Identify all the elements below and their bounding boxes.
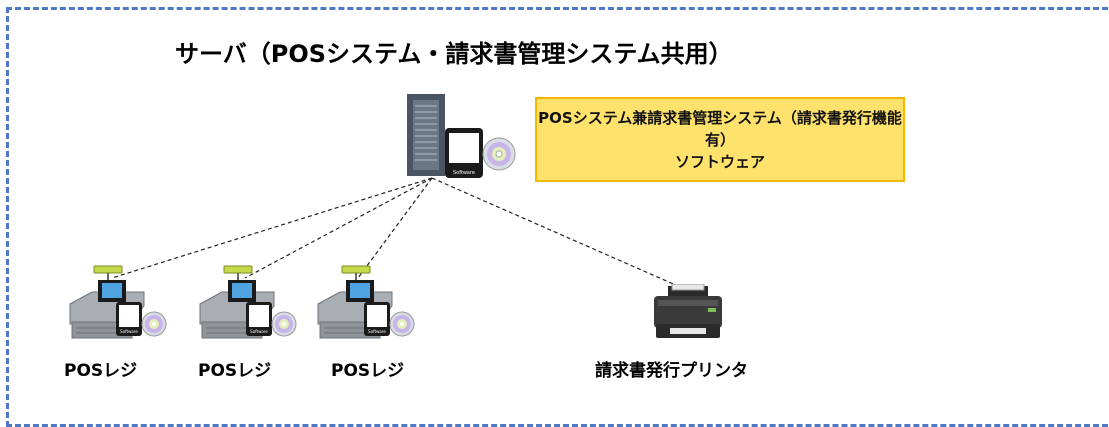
pos-register-icon: Software	[317, 265, 415, 339]
link-server-pos-3	[357, 177, 433, 279]
callout-line-1: POSシステム兼請求書管理システム（請求書発行機能有）	[538, 108, 902, 149]
software-caption: Software	[250, 329, 268, 334]
software-caption: Software	[120, 329, 138, 334]
disc-icon	[482, 137, 516, 171]
disc-icon	[271, 311, 297, 337]
callout-line-2: ソフトウェア	[674, 152, 765, 171]
diagram-title: サーバ（POSシステム・請求書管理システム共用）	[175, 40, 733, 68]
link-server-pos-2	[244, 177, 433, 279]
printer-label: 請求書発行プリンタ	[595, 361, 748, 381]
link-server-printer	[431, 177, 688, 291]
pos-register-label-1: POSレジ	[64, 361, 138, 381]
tablet-icon: Software	[445, 128, 483, 178]
pos-register-icon: Software	[69, 265, 167, 339]
server-icon: Software	[407, 94, 516, 178]
connection-lines	[111, 177, 688, 291]
pos-register-label-3: POSレジ	[331, 361, 405, 381]
link-server-pos-1	[111, 177, 433, 279]
disc-icon	[141, 311, 167, 337]
pos-register-label-2: POSレジ	[198, 361, 272, 381]
pos-register-icon: Software	[199, 265, 297, 339]
printer-icon	[654, 284, 722, 338]
software-caption: Software	[368, 329, 386, 334]
software-callout: POSシステム兼請求書管理システム（請求書発行機能有） ソフトウェア	[535, 97, 905, 182]
disc-icon	[389, 311, 415, 337]
software-caption: Software	[453, 170, 475, 176]
